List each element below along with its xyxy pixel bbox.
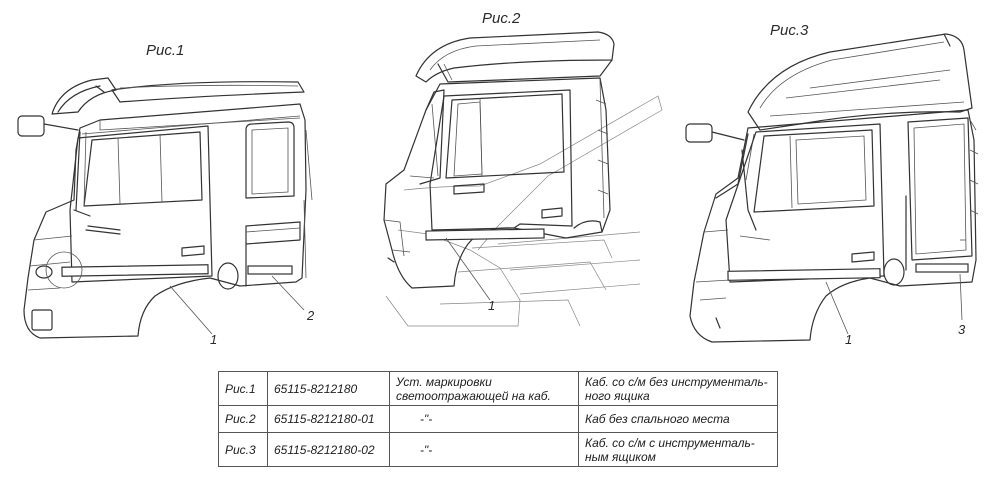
figure-1-label: Рис.1 [146, 42, 185, 59]
high-roof-fig3 [747, 33, 973, 131]
legend-code-cell: 65115-8212180-01 [267, 405, 390, 433]
legend-fig-cell: Рис.3 [218, 432, 268, 467]
cab-body-fig1 [23, 103, 307, 339]
cab-drawing-fig1 [17, 77, 313, 339]
legend-row: Рис.3 65115-8212180-02 -"- Каб. со с/м с… [218, 432, 778, 467]
side-mirror-fig3 [685, 123, 745, 143]
reflective-strip-door-fig3 [727, 268, 881, 281]
cab-drawing-fig2 [383, 31, 663, 327]
door-fig2 [429, 89, 573, 231]
door-fig1 [69, 125, 213, 283]
callout-fig2-strip-door: 1 [488, 298, 496, 313]
legend-code-cell: 65115-8212180 [267, 371, 390, 406]
figure-2-label: Рис.2 [482, 10, 521, 27]
variant-legend-table: Рис.1 65115-8212180 Уст. маркировки свет… [218, 371, 778, 467]
ghost-outline-fig2 [385, 95, 663, 327]
legend-note-cell: Каб. со с/м с инструменталь-ным ящиком [578, 432, 778, 467]
roof-deflector-fig1 [51, 77, 305, 115]
legend-desc-cell: -"- [389, 405, 579, 433]
tool-box-door-fig3 [905, 117, 973, 271]
side-mirror-fig1 [17, 115, 79, 137]
reflective-strip-door-fig1 [61, 264, 209, 277]
roof-deflector-fig2 [415, 31, 615, 83]
reflective-strip-sleeper-fig1 [247, 265, 293, 275]
callout-fig3-strip-toolbox: 3 [958, 322, 966, 337]
callout-fig1-strip-door: 1 [210, 332, 218, 347]
door-window-fig1 [83, 131, 203, 207]
door-fig3 [725, 123, 885, 283]
reflective-strip-toolbox-fig3 [915, 263, 969, 273]
cab-drawing-fig3 [685, 33, 979, 343]
cab-body-fig3 [689, 109, 977, 343]
door-window-fig3 [753, 129, 875, 213]
legend-code-cell: 65115-8212180-02 [267, 432, 390, 467]
legend-row: Рис.1 65115-8212180 Уст. маркировки свет… [218, 371, 778, 406]
reflective-strip-door-fig2 [425, 228, 545, 241]
figure-3-label: Рис.3 [770, 22, 809, 39]
callout-fig3-strip-door: 1 [845, 332, 853, 347]
door-window-fig2 [445, 93, 565, 179]
callout-fig1-strip-sleeper: 2 [307, 308, 315, 323]
legend-note-cell: Каб. со с/м без инструменталь-ного ящика [578, 371, 778, 406]
legend-desc-cell: Уст. маркировки светоотражающей на каб. [389, 371, 579, 406]
legend-desc-cell: -"- [389, 432, 579, 467]
legend-fig-cell: Рис.2 [218, 405, 268, 433]
legend-fig-cell: Рис.1 [218, 371, 268, 406]
sleeper-window-fig1 [245, 121, 295, 199]
legend-row: Рис.2 65115-8212180-01 -"- Каб без спаль… [218, 405, 778, 433]
cab-body-fig2 [383, 77, 611, 289]
legend-note-cell: Каб без спального места [578, 405, 778, 433]
